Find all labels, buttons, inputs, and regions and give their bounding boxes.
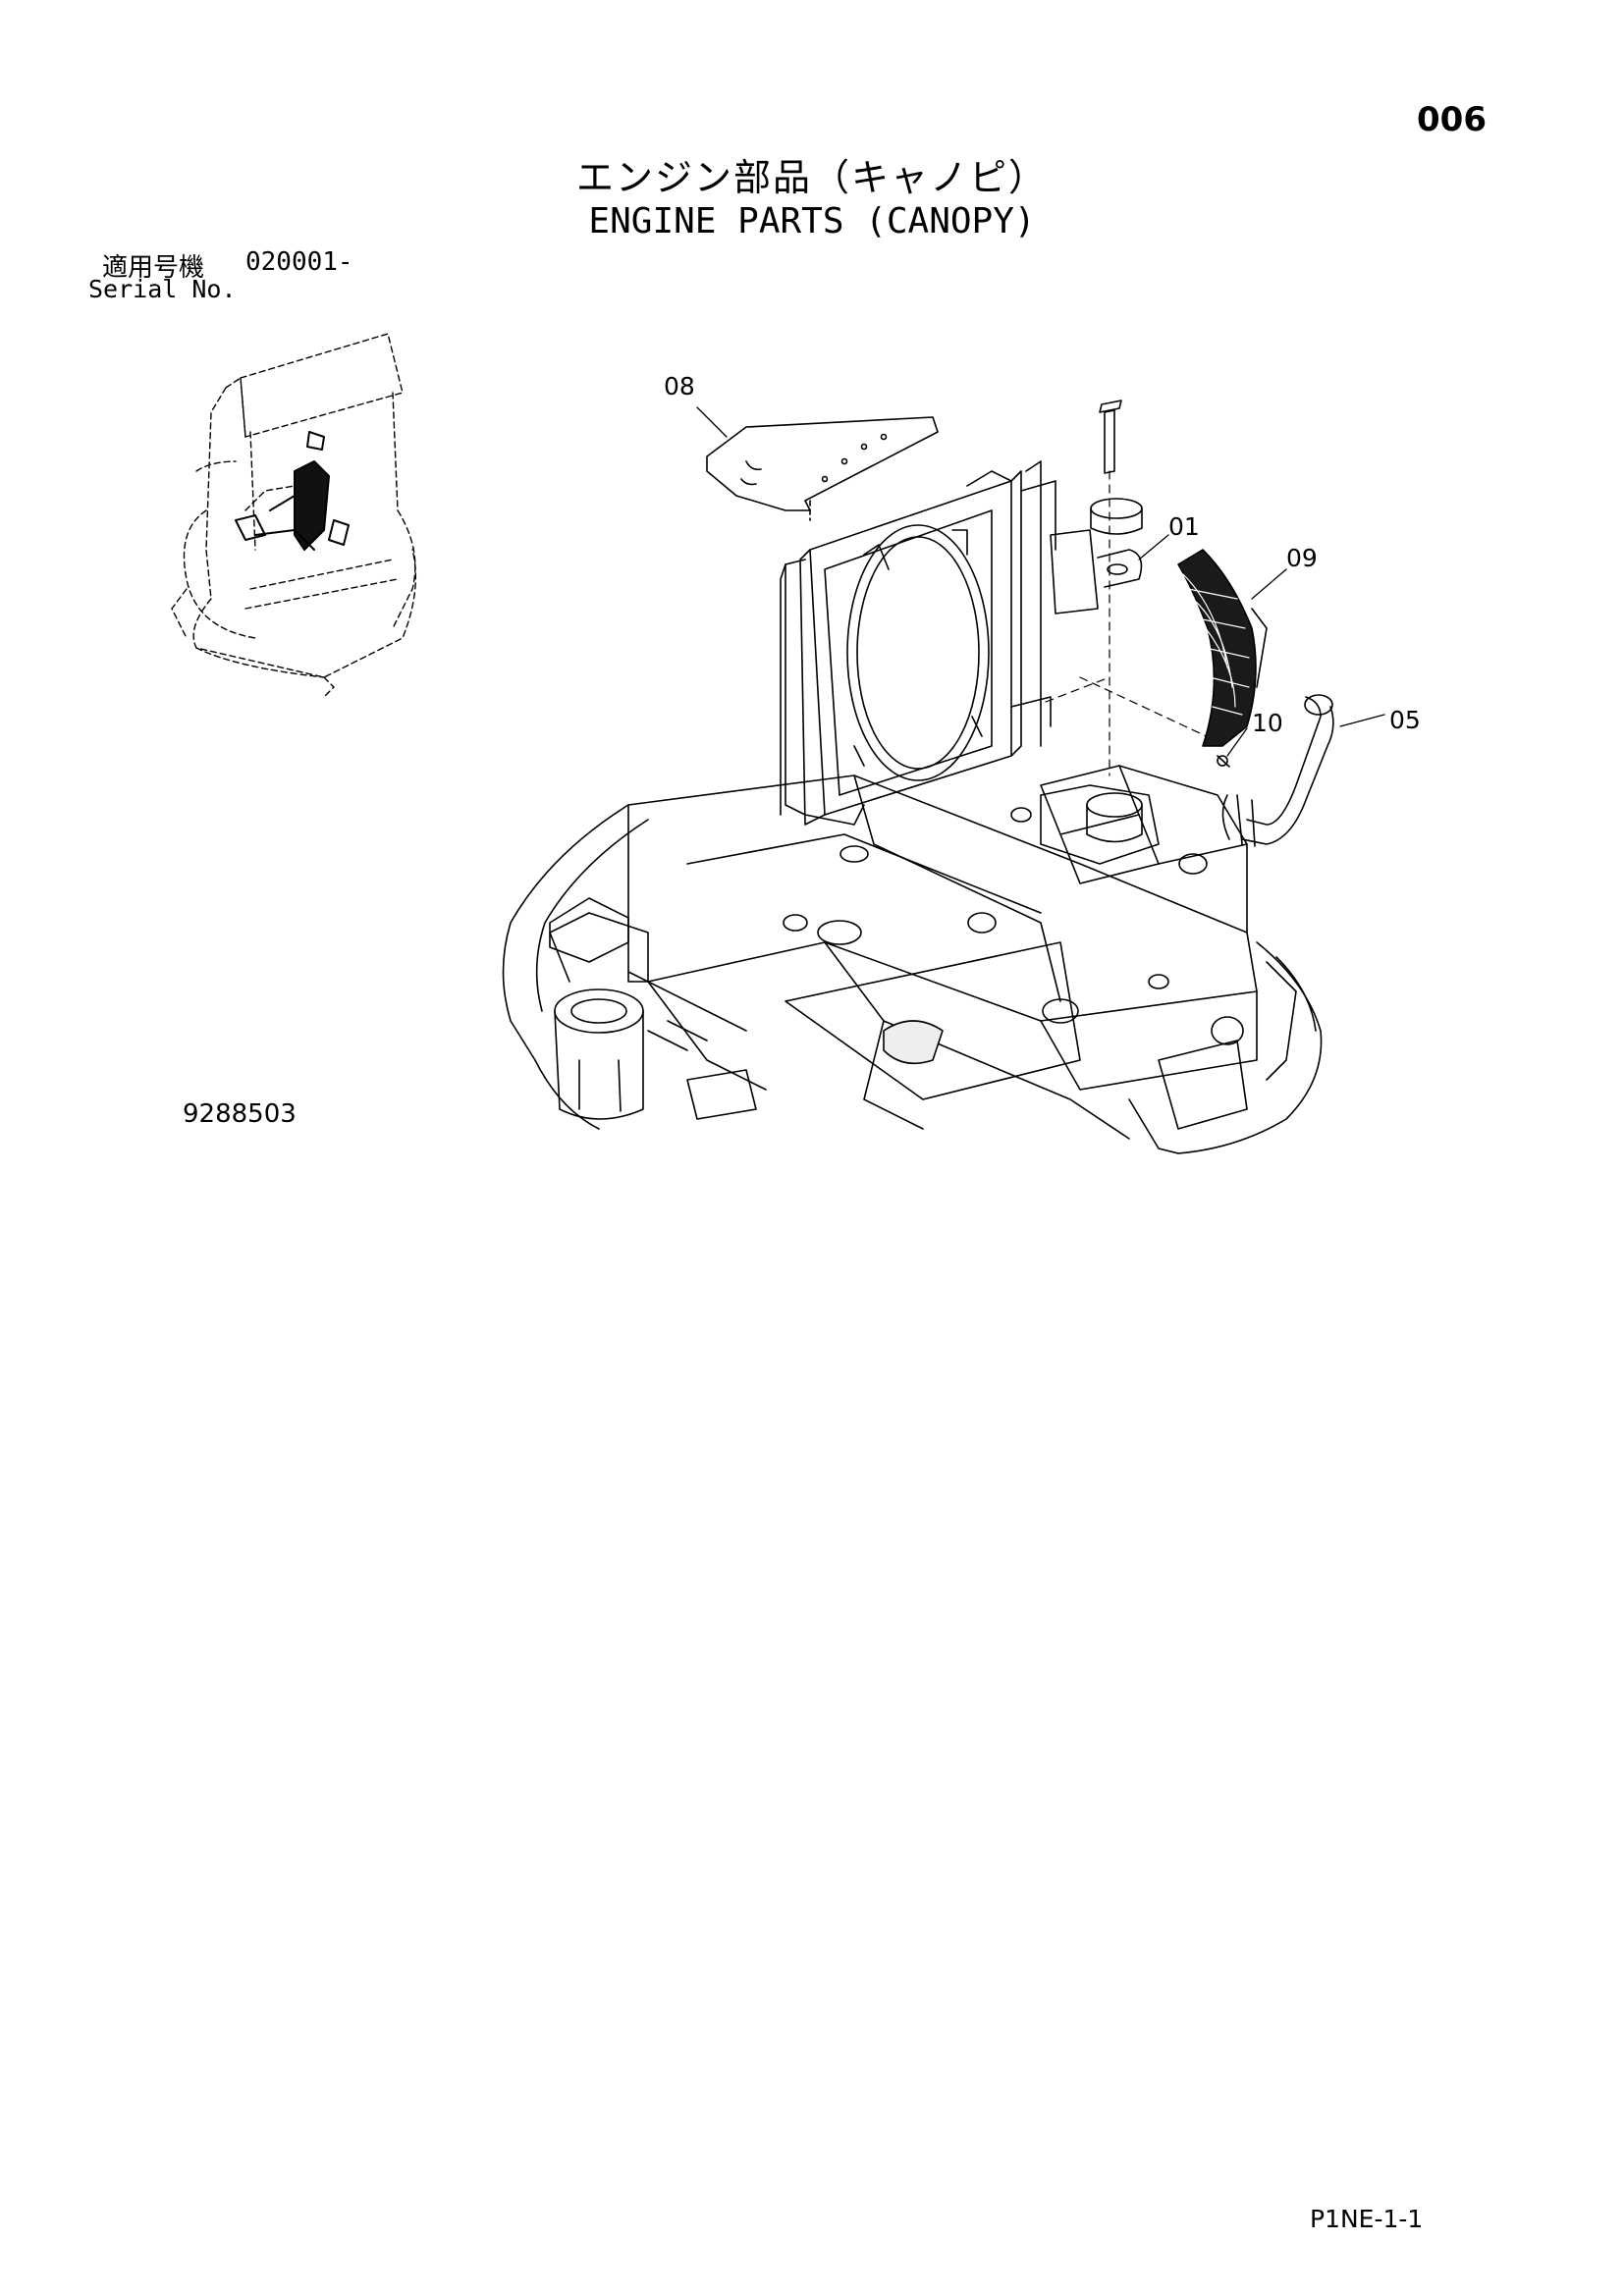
radiator-assembly	[780, 460, 1056, 826]
serial-label-japanese: 適用号機	[102, 253, 205, 283]
callout-10: 10	[1252, 709, 1283, 737]
drawing-number: 9288503	[183, 1099, 297, 1129]
callout-09: 09	[1286, 544, 1318, 572]
part-10-bolt	[1217, 755, 1230, 768]
callout-01: 01	[1168, 512, 1200, 541]
page-title-english: ENGINE PARTS (CANOPY)	[588, 201, 1036, 241]
callout-08: 08	[664, 372, 695, 400]
part-01-mount-assembly	[1040, 400, 1228, 865]
part-05-hose	[1221, 694, 1334, 847]
machine-overview-inset	[171, 333, 416, 698]
page-title-japanese: エンジン部品（キャノピ）	[575, 156, 1048, 199]
part-09-fan-guard	[1177, 549, 1268, 747]
inset-highlight	[235, 431, 350, 551]
leader-lines	[696, 406, 1385, 757]
serial-value: 020001-	[245, 247, 353, 277]
page-number: 006	[1417, 100, 1487, 139]
page-code: P1NE-1-1	[1310, 2205, 1424, 2233]
callout-05: 05	[1389, 706, 1421, 734]
upper-frame	[502, 765, 1323, 1154]
serial-label-english: Serial No.	[88, 275, 237, 303]
part-08-cover-plate	[706, 416, 939, 521]
